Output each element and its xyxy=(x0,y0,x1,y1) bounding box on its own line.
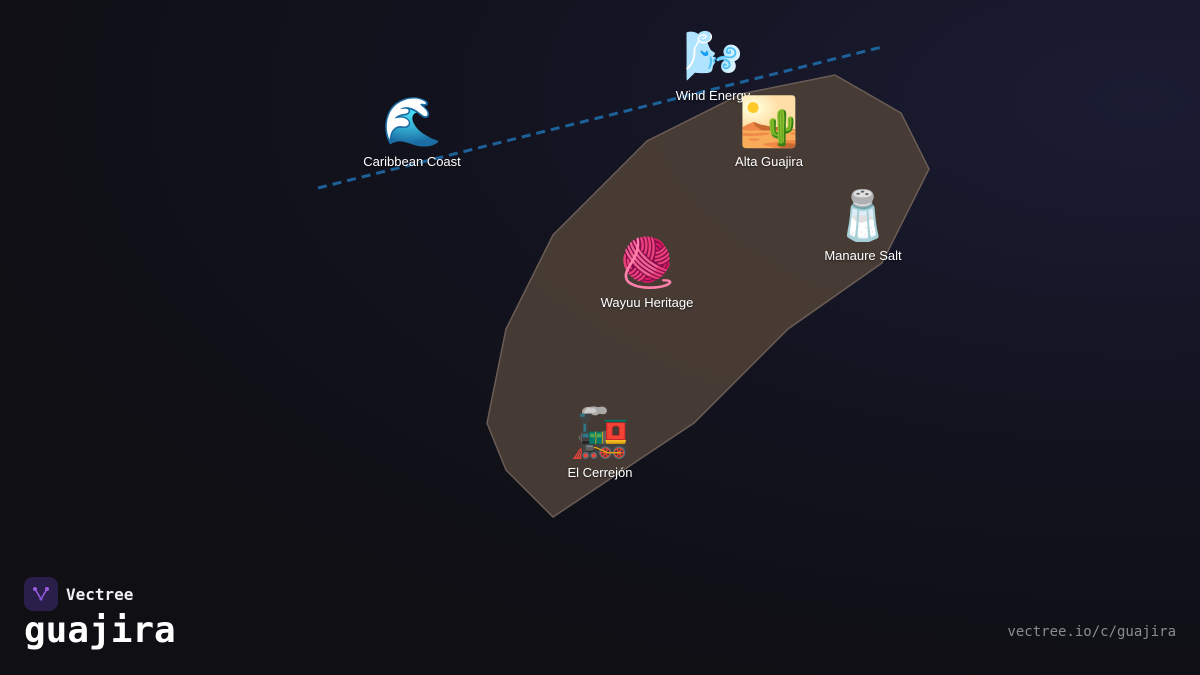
marker-el-cerrejon[interactable]: 🚂 El Cerrejón xyxy=(567,407,632,480)
desert-icon: 🏜️ xyxy=(739,96,799,149)
yarn-ball-icon: 🧶 xyxy=(617,237,677,290)
guajira-peninsula-region xyxy=(486,74,930,518)
marker-wind-energy[interactable]: 🌬️ Wind Energy xyxy=(676,30,750,103)
marker-label: Caribbean Coast xyxy=(363,154,461,169)
marker-caribbean-coast[interactable]: 🌊 Caribbean Coast xyxy=(363,96,461,169)
marker-label: El Cerrejón xyxy=(567,465,633,480)
brand: Vectree xyxy=(24,577,133,611)
wave-icon: 🌊 xyxy=(382,96,442,149)
coastal-route-line xyxy=(317,45,883,190)
marker-manaure-salt[interactable]: 🧂 Manaure Salt xyxy=(824,190,901,263)
page-title: guajira xyxy=(24,610,176,651)
marker-label: Wind Energy xyxy=(675,88,751,103)
salt-shaker-icon: 🧂 xyxy=(833,190,893,243)
marker-label: Alta Guajira xyxy=(735,154,803,169)
page-url[interactable]: vectree.io/c/guajira xyxy=(1007,624,1176,640)
wind-face-icon: 🌬️ xyxy=(683,30,743,83)
marker-label: Manaure Salt xyxy=(824,248,902,263)
brand-name: Vectree xyxy=(66,584,134,604)
locomotive-icon: 🚂 xyxy=(570,407,630,460)
marker-wayuu-heritage[interactable]: 🧶 Wayuu Heritage xyxy=(601,237,694,310)
vectree-logo-icon xyxy=(24,577,58,611)
marker-alta-guajira[interactable]: 🏜️ Alta Guajira xyxy=(735,96,803,169)
marker-label: Wayuu Heritage xyxy=(600,295,694,310)
